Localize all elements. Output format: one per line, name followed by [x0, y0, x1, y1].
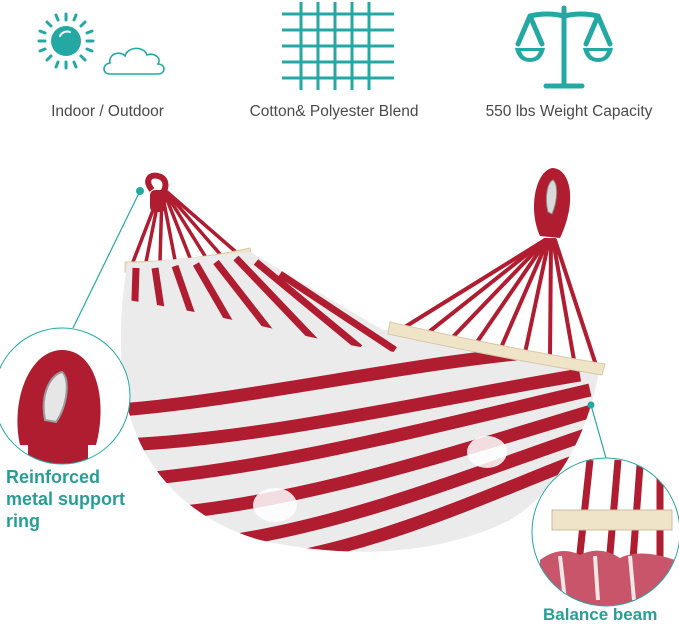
sun-cloud-icon	[37, 12, 165, 75]
callout-line-1: Reinforced	[6, 467, 101, 487]
callout-line-3: ring	[6, 511, 40, 531]
feature-label-cotton-polyester: Cotton& Polyester Blend	[249, 103, 419, 120]
balance-scale-icon	[515, 5, 613, 89]
callout-line-2: metal support	[6, 489, 126, 509]
feature-indoor-outdoor	[30, 6, 190, 96]
callout-label-balance-beam: Balance beam	[543, 605, 658, 624]
woven-fabric-icon	[282, 2, 394, 90]
callout-label-support-ring: Reinforced metal support ring	[6, 466, 125, 532]
feature-cotton-polyester	[280, 0, 396, 92]
feature-weight-capacity	[512, 4, 616, 92]
feature-label-indoor-outdoor: Indoor / Outdoor	[51, 103, 164, 120]
feature-label-weight-capacity: 550 lbs Weight Capacity	[485, 103, 653, 120]
